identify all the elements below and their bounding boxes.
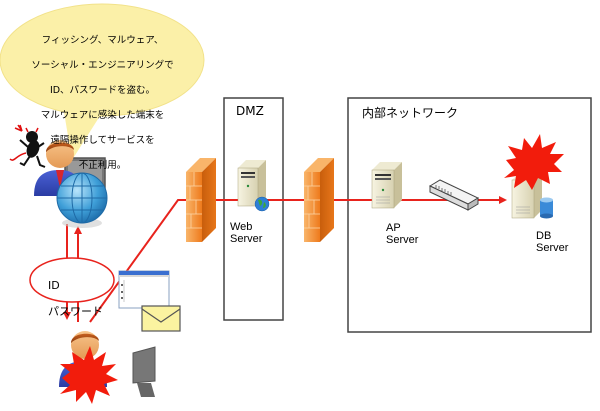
web-server-label-line-1: Web (230, 221, 253, 233)
firewall-outer-icon (186, 158, 216, 242)
bubble-line-3: ID、パスワードを盗む。 (49, 84, 156, 96)
compromised-burst-icon (60, 346, 118, 404)
email-window-icon (118, 270, 170, 309)
bubble-line-1: フィッシング、マルウェア、 (41, 34, 164, 46)
firewall-inner-icon (304, 158, 334, 242)
devil-icon (9, 124, 46, 168)
network-switch-icon (428, 179, 480, 211)
web-server-label-line-2: Server (230, 233, 263, 245)
dmz-zone (223, 97, 284, 321)
credentials-ellipse (29, 257, 115, 303)
db-server-label-line-1: DB (536, 230, 552, 242)
internal-network-zone (347, 97, 592, 333)
db-server-label: DB Server (536, 230, 568, 254)
credentials-text: ID パスワード (48, 266, 103, 331)
speech-bubble (0, 3, 205, 160)
db-compromised-burst-icon (504, 134, 564, 190)
envelope-icon (141, 305, 181, 332)
web-server-label: Web Server (230, 221, 262, 245)
bubble-line-6: 不正利用。 (78, 159, 127, 171)
ap-server-label-line-2: Server (386, 234, 419, 246)
db-server-label-line-2: Server (536, 242, 569, 254)
ap-server-icon (371, 162, 402, 209)
globe-icon (56, 172, 108, 228)
ap-server-label-line-1: AP (386, 222, 401, 234)
credentials-id: ID (48, 279, 60, 292)
web-server-icon (237, 160, 270, 212)
credentials-password: パスワード (48, 305, 103, 318)
ap-server-label: AP Server (386, 222, 418, 246)
speech-bubble-text: フィッシング、マルウェア、 ソーシャル・エンジニアリングで ID、パスワードを盗… (10, 22, 195, 185)
internal-network-title: 内部ネットワーク (362, 106, 459, 120)
dmz-title: DMZ (236, 104, 264, 118)
bubble-line-4: マルウェアに感染した端末を (40, 109, 165, 121)
bubble-line-5: 遠隔操作してサービスを (50, 134, 155, 146)
bubble-line-2: ソーシャル・エンジニアリングで (31, 59, 174, 71)
